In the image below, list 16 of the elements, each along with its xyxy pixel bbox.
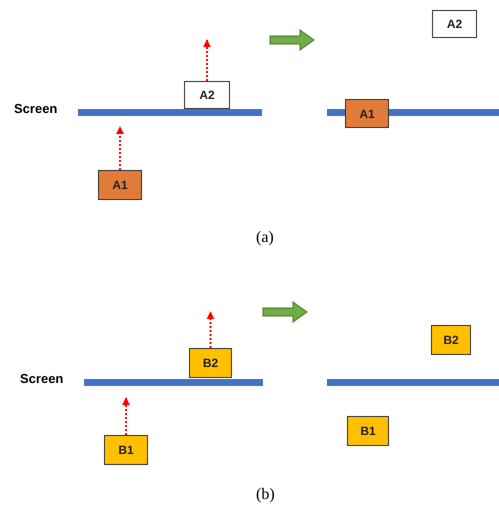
- screen-label: Screen: [20, 371, 64, 386]
- labeled-box: B2: [189, 348, 232, 378]
- labeled-box: A1: [98, 170, 142, 200]
- dotted-arrow: [203, 39, 211, 81]
- panel-label: (b): [256, 486, 275, 504]
- screen-label: Screen: [14, 101, 58, 116]
- dotted-arrow: [122, 397, 130, 435]
- labeled-box: A2: [432, 10, 477, 38]
- panel-label: (a): [256, 229, 274, 247]
- labeled-box: A1: [345, 99, 389, 128]
- dotted-arrow: [116, 126, 124, 170]
- labeled-box: B1: [347, 416, 389, 446]
- dotted-arrow: [206, 311, 214, 348]
- labeled-box: B2: [431, 325, 471, 355]
- labeled-box: B1: [104, 435, 148, 465]
- labeled-box: A2: [184, 81, 230, 109]
